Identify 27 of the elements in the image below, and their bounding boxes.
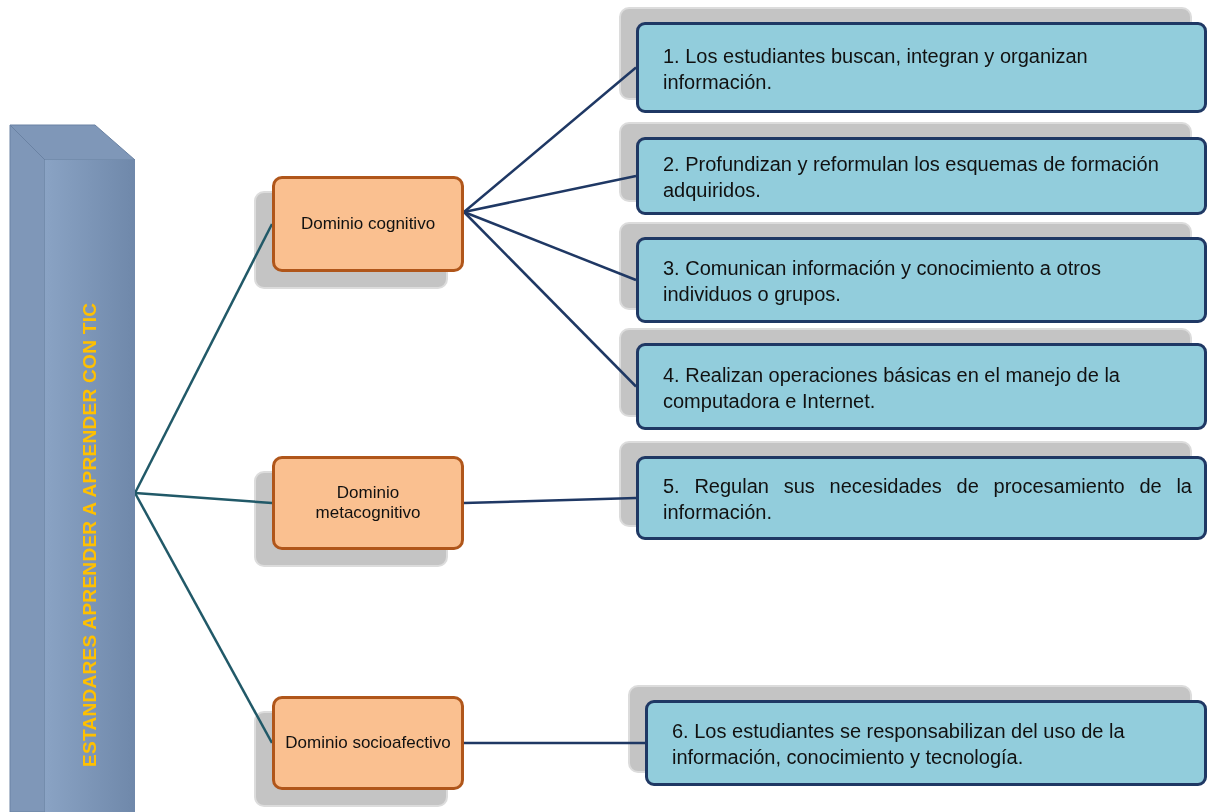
box-text: Dominio socioafectivo (285, 733, 451, 753)
connector-line (134, 491, 273, 505)
standard-box (636, 237, 1207, 323)
standard-box (645, 700, 1207, 786)
title-bar (45, 160, 135, 812)
box-text: Dominio cognitivo (300, 214, 436, 234)
box-text: 3. Comunican información y conocimiento a otros individuos o grupos. (663, 256, 1102, 307)
connector-line (463, 496, 637, 505)
standard-box (636, 22, 1207, 113)
connector-line (463, 66, 637, 213)
box-text: 6. Los estudiantes se responsabilizan del uso de la información, conocimiento y tecnología. (672, 719, 1126, 770)
domain-box (272, 696, 464, 790)
connector-line (463, 210, 637, 282)
box-text: 2. Profundizan y reformulan los esquemas de formación adquiridos. (663, 152, 1160, 203)
standard-box (636, 137, 1207, 215)
box-text: Dominio metacognitivo (314, 483, 422, 523)
vertical-title: ESTANDARES APRENDER A APRENDER CON TIC (79, 302, 101, 767)
domain-box (272, 176, 464, 272)
standard-box (636, 456, 1207, 540)
box-text: 5. Regulan sus necesidades de procesamiento de la información. (663, 474, 1192, 525)
box-text: 1. Los estudiantes buscan, integran y organizan información. (663, 43, 1089, 95)
connector-line (463, 174, 637, 214)
connector-line (464, 741, 645, 745)
connector-line (463, 211, 637, 388)
domain-box (272, 456, 464, 550)
box-text: 4. Realizan operaciones básicas en el manejo de la computadora e Internet. (663, 362, 1121, 414)
standard-box (636, 343, 1207, 430)
